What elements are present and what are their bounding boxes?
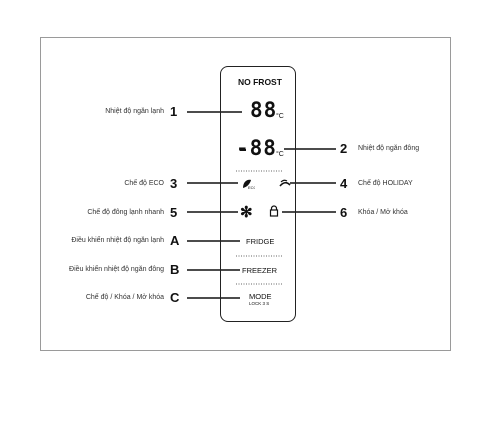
callout-marker-4: 4 <box>340 176 348 191</box>
mode-button-sublabel: LOCK 3 S <box>249 301 270 306</box>
fridge-temp-display: 88 <box>250 98 278 122</box>
callout-marker-3: 3 <box>170 176 178 191</box>
freezer-temp-display: -88 <box>236 136 277 160</box>
svg-text:ECO: ECO <box>248 185 255 190</box>
mode-button[interactable]: MODE <box>249 292 272 301</box>
freezer-unit: °C <box>276 151 284 158</box>
fridge-button[interactable]: FRIDGE <box>246 237 275 246</box>
eco-icon: ECO <box>243 179 255 190</box>
holiday-icon <box>279 179 291 187</box>
callout-marker-b: B <box>170 262 180 277</box>
snowflake-icon: ✻ <box>240 204 253 221</box>
callout-label-6: Khóa / Mở khóa <box>358 209 408 216</box>
callout-label-b: Điều khiển nhiệt độ ngăn đông <box>69 266 164 273</box>
callout-label-3: Chế độ ECO <box>124 180 164 187</box>
callout-label-2: Nhiệt độ ngăn đông <box>358 145 420 152</box>
callout-label-c: Chế độ / Khóa / Mở khóa <box>85 294 164 301</box>
callout-marker-a: A <box>170 233 180 248</box>
callout-label-5: Chế độ đông lạnh nhanh <box>87 209 164 216</box>
diagram-frame <box>40 37 451 351</box>
lock-icon <box>269 205 279 217</box>
callout-marker-1: 1 <box>170 104 178 119</box>
control-panel <box>220 66 296 322</box>
callout-label-a: Điều khiển nhiệt độ ngăn lạnh <box>71 237 164 244</box>
fridge-unit: °C <box>276 113 284 120</box>
freezer-button[interactable]: FREEZER <box>242 266 278 275</box>
callout-marker-2: 2 <box>340 141 348 156</box>
callout-label-4: Chế độ HOLIDAY <box>358 180 413 187</box>
callout-marker-c: C <box>170 290 180 305</box>
callout-marker-6: 6 <box>340 205 348 220</box>
brand-label: NO FROST <box>238 77 282 87</box>
callout-label-1: Nhiệt độ ngăn lạnh <box>105 108 164 115</box>
callout-marker-5: 5 <box>170 205 178 220</box>
